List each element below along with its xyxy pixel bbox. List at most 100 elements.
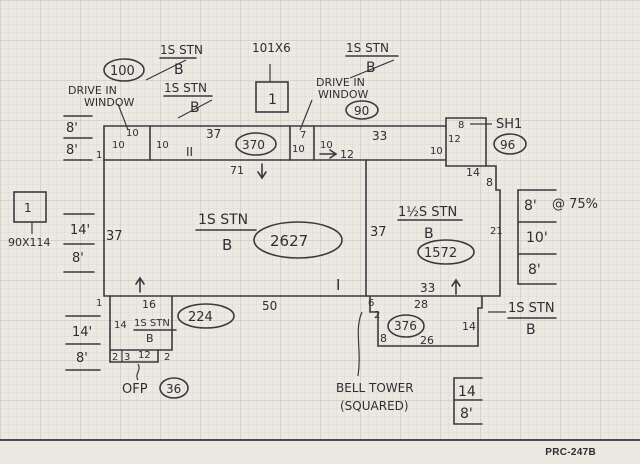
dim-90x114: 90X114 xyxy=(8,236,51,249)
wall-height-8-c: 8' xyxy=(72,251,84,266)
dim-8-b: 8 xyxy=(380,332,387,345)
wall-height-14-b: 14' xyxy=(72,325,92,340)
right-story-b: B xyxy=(424,226,434,242)
dim-21: 21 xyxy=(490,226,503,237)
dim-8-a: 8 xyxy=(458,120,464,131)
dim-33-top: 33 xyxy=(372,129,387,143)
arrow-up-marker-right xyxy=(451,278,461,295)
dim-28: 28 xyxy=(414,298,428,311)
dim-10-b: 10 xyxy=(112,140,125,151)
dim-1-b: 1 xyxy=(96,298,102,309)
dim-12-b: 12 xyxy=(448,134,461,145)
main-area: 2627 xyxy=(270,232,308,250)
bottom-right-story-b: B xyxy=(526,322,536,338)
dim-2-b: 2 xyxy=(164,352,170,363)
drive-in-window-right-line2: WINDOW xyxy=(318,88,368,101)
dim-50: 50 xyxy=(262,299,277,313)
box-left-1 xyxy=(13,191,47,223)
wall-height-8-b: 8' xyxy=(66,143,78,158)
ofp-number: 36 xyxy=(166,382,181,396)
arrow-up-marker-left xyxy=(135,276,145,293)
leader-ofp xyxy=(136,363,140,381)
ofp-label: OFP xyxy=(122,382,148,397)
wall-stack-right xyxy=(517,189,557,285)
story-top-right: 1S STN xyxy=(346,41,389,55)
dim-3: 3 xyxy=(124,352,130,363)
bottom-right-section-outline xyxy=(369,295,479,347)
box-top-1-label: 1 xyxy=(268,92,277,108)
main-story: 1S STN xyxy=(198,212,248,228)
right-wall-8: 8' xyxy=(524,198,537,214)
dim-71: 71 xyxy=(230,164,244,177)
drive-right-number: 90 xyxy=(354,104,369,118)
drive-in-window-right-line1: DRIVE IN xyxy=(316,76,365,89)
story-top-left-b: B xyxy=(174,62,184,78)
dim-10-arrow: 10 xyxy=(320,140,333,151)
sheet-bottom-margin xyxy=(0,441,640,464)
bottom-left-area: 224 xyxy=(188,310,213,325)
graph-paper-grid xyxy=(0,0,640,440)
dim-10-c: 10 xyxy=(156,140,169,151)
leader-drive-left xyxy=(117,103,129,131)
form-code: PRC-247B xyxy=(545,447,596,458)
circle-bl-area xyxy=(177,303,235,329)
dim-6: 6 xyxy=(368,298,374,309)
drive-in-window-left-line1: DRIVE IN xyxy=(68,84,117,97)
dim-10-e: 10 xyxy=(430,146,443,157)
bottom-left-story-b: B xyxy=(146,332,154,345)
wall-height-8-a: 8' xyxy=(66,121,78,136)
circle-sh1 xyxy=(493,133,527,155)
wall-height-8-d: 8' xyxy=(76,351,88,366)
top-strip-outline xyxy=(103,125,447,161)
leader-story-top-right xyxy=(349,59,395,79)
dim-14-bl: 14 xyxy=(114,320,127,331)
drive-in-window-left-line2: WINDOW xyxy=(84,96,134,109)
right-section-bottom xyxy=(365,295,483,309)
dim-101x6: 101X6 xyxy=(252,41,291,55)
wall-height-14-a: 14' xyxy=(70,223,90,238)
circle-drive-right xyxy=(345,100,379,120)
wall-stack-left-top xyxy=(63,115,93,161)
circle-right-area xyxy=(417,239,475,265)
arrow-down-marker xyxy=(257,163,267,180)
dim-37-right: 37 xyxy=(370,225,387,240)
arrow-right-marker xyxy=(319,149,338,159)
drive-left-number: 100 xyxy=(110,64,135,79)
leader-story-top-left xyxy=(145,59,187,81)
dim-37-top: 37 xyxy=(206,127,221,141)
wall-stack-left-mid xyxy=(63,213,95,273)
right-wall-8b: 8' xyxy=(528,262,541,278)
box-top-1 xyxy=(255,81,289,113)
leader-drive-right xyxy=(299,99,313,131)
circle-sec-ii xyxy=(235,132,277,156)
dim-10-d: 10 xyxy=(292,144,305,155)
section-ii-roman: II xyxy=(186,145,193,159)
right-story: 1½S STN xyxy=(398,205,457,220)
circle-ofp xyxy=(159,377,189,399)
circle-drive-left xyxy=(103,58,145,82)
dim-1-a: 1 xyxy=(96,150,102,161)
main-roman-numeral: I xyxy=(336,276,340,294)
dim-2-a: 2 xyxy=(112,352,118,363)
main-story-b: B xyxy=(222,236,232,254)
bell-tower-label: BELL TOWER xyxy=(336,381,414,395)
sh1-label: SH1 xyxy=(496,117,522,132)
dim-2-c: 2 xyxy=(374,310,380,321)
story-top-mid-b: B xyxy=(190,100,200,116)
story-top-mid: 1S STN xyxy=(164,81,207,95)
story-top-right-b: B xyxy=(366,60,376,76)
dim-12-c: 12 xyxy=(138,350,151,361)
bottom-wall-14: 14 xyxy=(458,384,476,400)
box-left-1-label: 1 xyxy=(24,201,32,215)
bottom-left-story: 1S STN xyxy=(134,318,170,329)
dim-14-right: 14 xyxy=(466,166,480,179)
bottom-right-story: 1S STN xyxy=(508,301,555,316)
circle-br-area xyxy=(387,314,425,338)
wall-stack-left-bot xyxy=(65,315,101,371)
right-wall-10: 10' xyxy=(526,230,548,246)
dim-8-right: 8 xyxy=(486,176,493,189)
dim-14-br: 14 xyxy=(462,320,476,333)
sh1-number: 96 xyxy=(500,138,515,152)
